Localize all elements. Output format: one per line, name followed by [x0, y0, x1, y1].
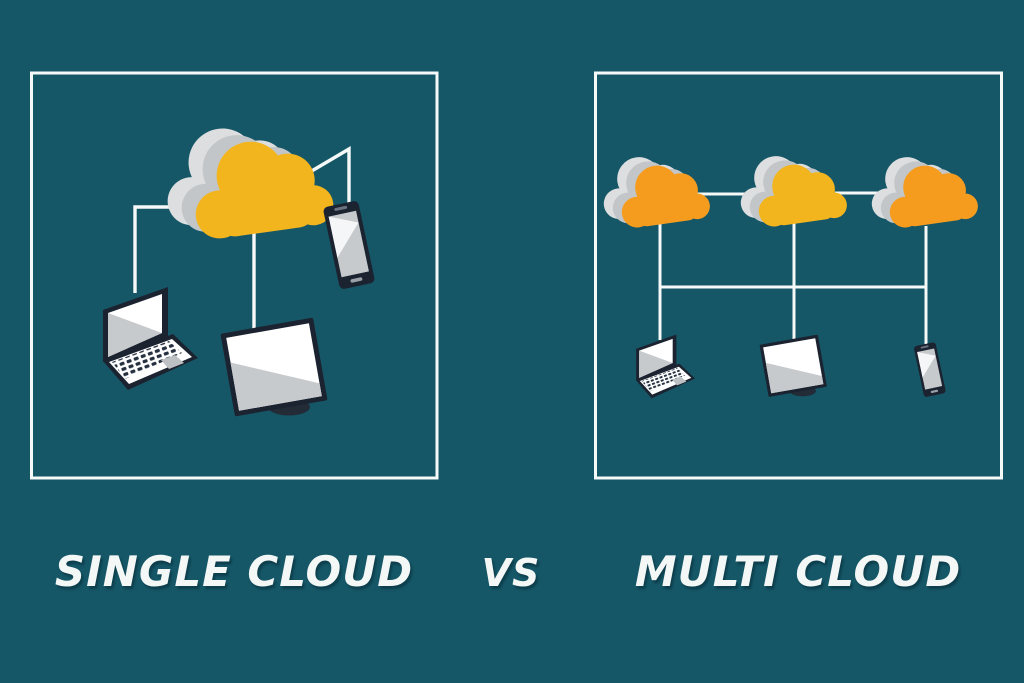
laptop-icon	[636, 334, 695, 399]
multi-cloud-panel-border	[594, 71, 1003, 480]
single-cloud-connection-lines	[133, 146, 351, 344]
cloud-icon	[866, 148, 980, 232]
cloud-icon	[735, 147, 849, 231]
tablet-icon	[913, 341, 947, 398]
laptop-icon	[103, 287, 198, 390]
single-cloud-panel-border	[30, 71, 439, 480]
monitor-icon	[759, 334, 827, 397]
single-cloud-panel	[30, 71, 439, 480]
cloud-icon	[598, 148, 712, 232]
multi-cloud-panel	[594, 71, 1003, 480]
vs-label: VS	[481, 551, 541, 595]
multi-cloud-label: MULTI CLOUD	[634, 547, 962, 596]
single-cloud-label: SINGLE CLOUD	[54, 547, 414, 596]
monitor-icon	[220, 317, 328, 417]
cloud-icon	[158, 114, 336, 245]
smartphone-icon	[322, 200, 376, 290]
multi-cloud-connection-lines	[658, 191, 928, 354]
